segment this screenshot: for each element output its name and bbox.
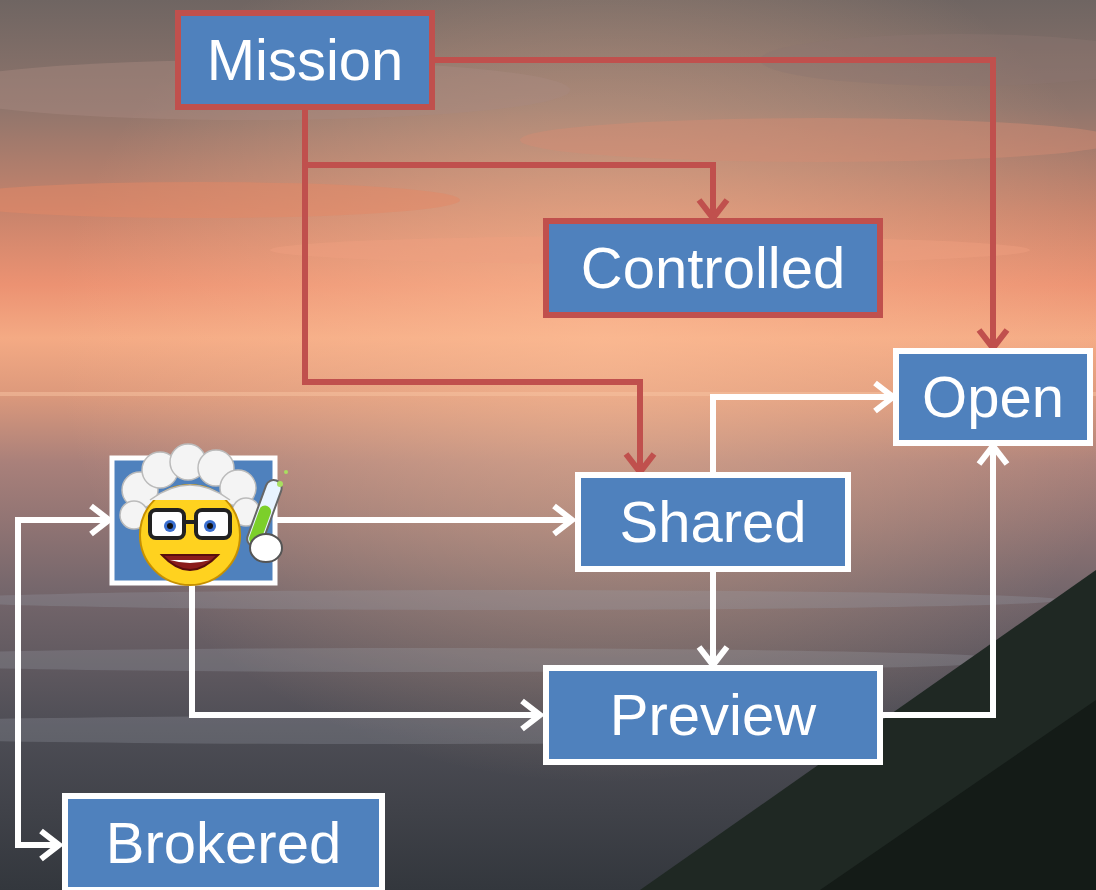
connector-line <box>710 572 716 665</box>
box-label: Open <box>922 368 1064 426</box>
process-box: Open <box>893 348 1093 446</box>
process-box: Preview <box>543 665 883 765</box>
arrow-head <box>979 330 1007 348</box>
connector-arrow <box>699 572 727 665</box>
arrow-head <box>522 701 540 729</box>
box-label: Brokered <box>106 814 341 872</box>
process-box: Shared <box>575 472 851 572</box>
box-label: Controlled <box>581 239 845 297</box>
connector-arrow <box>305 110 727 218</box>
connector-line <box>883 446 993 715</box>
connector-line <box>713 397 893 472</box>
connector-line <box>305 110 713 218</box>
arrow-head <box>875 383 893 411</box>
process-box: Controlled <box>543 218 883 318</box>
arrow-head <box>626 454 654 472</box>
box-label: Preview <box>610 686 816 744</box>
box-label: Mission <box>207 31 404 89</box>
arrow-head <box>91 506 109 534</box>
arrow-head <box>699 200 727 218</box>
arrow-head <box>41 831 59 859</box>
arrow-line <box>275 517 572 523</box>
connector-arrow <box>435 60 1007 348</box>
arrow-head <box>979 446 1007 464</box>
connector-arrow <box>713 383 893 472</box>
box-label: Shared <box>619 493 806 551</box>
arrow-head <box>554 506 572 534</box>
scientist-icon <box>112 444 288 585</box>
arrow-head <box>699 647 727 665</box>
process-box: Mission <box>175 10 435 110</box>
process-box: Brokered <box>62 793 385 890</box>
arrow-line <box>192 583 540 715</box>
connector-arrow <box>883 446 1007 715</box>
